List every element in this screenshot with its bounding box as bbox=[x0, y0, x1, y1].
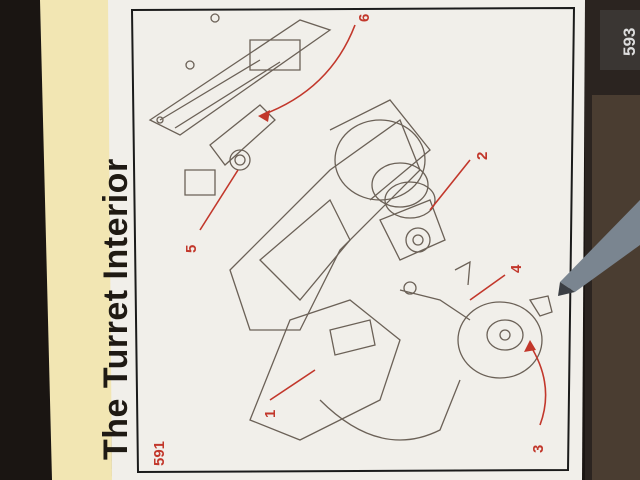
right-page-photo bbox=[592, 95, 640, 480]
callout-2: 2 bbox=[474, 151, 491, 160]
callout-5: 5 bbox=[183, 244, 200, 253]
diagram-frame bbox=[130, 6, 576, 474]
leader-line-3 bbox=[529, 344, 547, 426]
leader-arrowheads bbox=[258, 110, 536, 352]
callout-6: 6 bbox=[356, 13, 373, 22]
callout-3: 3 bbox=[530, 444, 547, 453]
page-number-left: 591 bbox=[151, 440, 168, 466]
page-title: The Turret Interior bbox=[97, 158, 135, 460]
leader-line-2 bbox=[429, 159, 471, 211]
title-band bbox=[40, 0, 112, 480]
paper-page bbox=[108, 0, 585, 480]
leader-line-6 bbox=[261, 24, 356, 116]
page-number-right: 593 bbox=[620, 27, 639, 56]
leader-line-5 bbox=[199, 169, 239, 231]
pen-tip bbox=[558, 282, 575, 296]
callout-1: 1 bbox=[262, 409, 279, 418]
leader-line-1 bbox=[269, 369, 316, 401]
callout-4: 4 bbox=[508, 264, 525, 273]
leader-lines bbox=[199, 24, 547, 426]
leader-line-4 bbox=[469, 274, 506, 301]
right-page-number-box bbox=[600, 10, 640, 70]
pen-body bbox=[560, 200, 640, 292]
turret-line-art bbox=[148, 13, 553, 441]
